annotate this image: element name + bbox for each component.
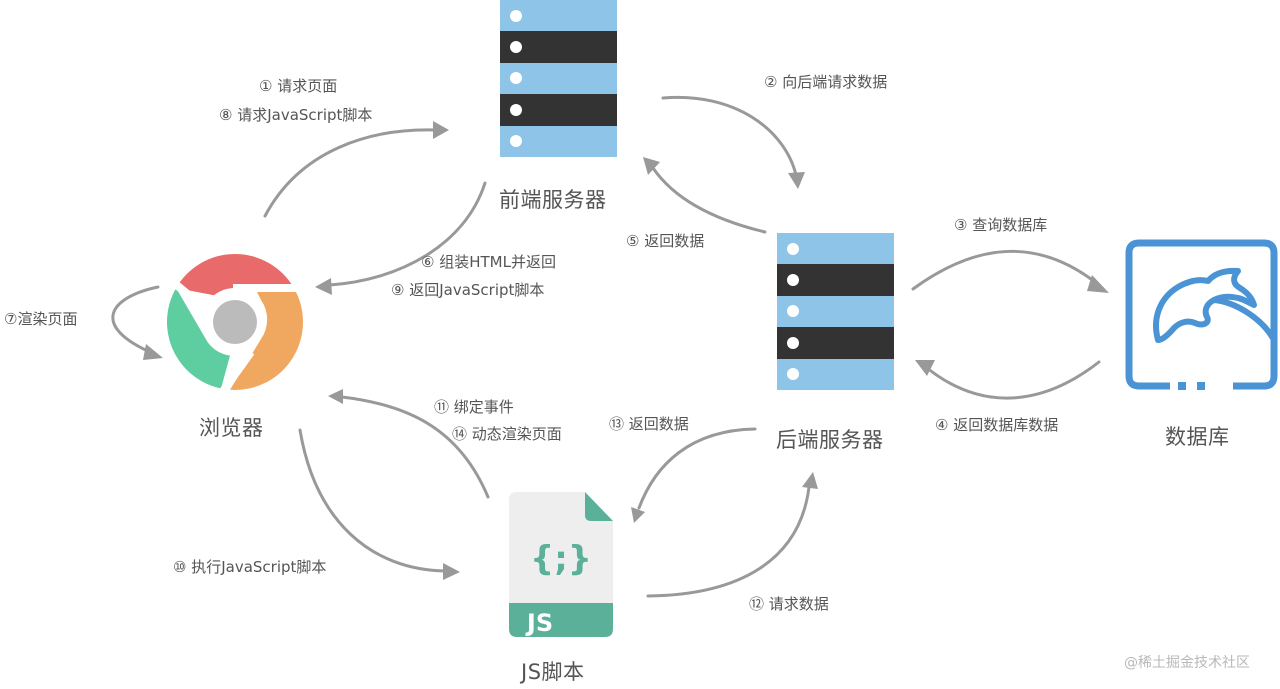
backend-server-icon xyxy=(777,233,894,390)
arrow-frontend-to-backend xyxy=(661,95,798,177)
arrowhead-frontend-to-browser xyxy=(315,278,332,295)
server-row xyxy=(500,0,617,32)
edge-label-dynamic-render: ⑭ 动态渲染页面 xyxy=(452,425,562,443)
server-led-icon xyxy=(510,103,522,116)
server-led-icon xyxy=(510,41,522,54)
edge-label-query-db: ③ 查询数据库 xyxy=(954,216,1048,234)
edge-label-render-page: ⑦渲染页面 xyxy=(4,310,78,328)
edge-label-execute-js: ⑩ 执行JavaScript脚本 xyxy=(173,558,327,576)
watermark: @稀土掘金技术社区 xyxy=(1124,655,1250,671)
server-led-icon xyxy=(510,135,522,148)
arrow-backend-to-js xyxy=(637,427,757,510)
frontend-server-label: 前端服务器 xyxy=(499,188,607,212)
arrow-browser-to-frontend xyxy=(263,128,438,218)
arrowhead-database-to-backend xyxy=(915,360,935,376)
server-led-icon xyxy=(510,72,522,85)
arrowhead-backend-to-frontend xyxy=(643,157,660,175)
server-led-icon xyxy=(510,9,522,22)
server-led-icon xyxy=(787,368,799,381)
edge-label-return-js: ⑨ 返回JavaScript脚本 xyxy=(391,281,545,299)
database-label: 数据库 xyxy=(1165,425,1230,449)
server-row xyxy=(500,125,617,157)
edge-label-request-js: ⑧ 请求JavaScript脚本 xyxy=(219,106,373,124)
edge-label-return-data-frontend: ⑤ 返回数据 xyxy=(626,232,705,250)
browser-label: 浏览器 xyxy=(199,416,264,440)
edge-label-return-db-data: ④ 返回数据库数据 xyxy=(935,416,1059,434)
arrowhead-js-to-browser xyxy=(328,389,343,404)
arrow-browser-render-loop xyxy=(111,285,160,354)
server-row xyxy=(777,358,894,390)
edge-label-return-data-js: ⑬ 返回数据 xyxy=(609,415,689,433)
edge-label-request-page: ① 请求页面 xyxy=(259,77,338,95)
arrowhead-frontend-to-backend xyxy=(788,172,805,189)
arrow-js-to-backend xyxy=(646,485,811,598)
server-row xyxy=(500,94,617,126)
server-led-icon xyxy=(787,336,799,349)
arrowhead-backend-to-database xyxy=(1087,275,1109,293)
server-row xyxy=(777,264,894,296)
edge-label-request-data: ⑫ 请求数据 xyxy=(749,595,829,613)
frontend-server-icon xyxy=(500,0,617,157)
arrow-js-to-browser xyxy=(340,395,490,499)
edge-label-bind-events: ⑪ 绑定事件 xyxy=(434,398,514,416)
edge-label-assemble-html: ⑥ 组装HTML并返回 xyxy=(421,253,556,271)
arrowhead-browser-render-loop xyxy=(143,344,163,360)
edge-label-request-backend: ② 向后端请求数据 xyxy=(764,73,888,91)
server-row xyxy=(500,31,617,63)
server-row xyxy=(777,295,894,328)
server-led-icon xyxy=(787,305,799,318)
backend-server-label: 后端服务器 xyxy=(776,428,884,452)
arrow-backend-to-frontend xyxy=(651,166,767,234)
server-row xyxy=(500,62,617,95)
arrowhead-js-to-backend xyxy=(802,472,818,489)
server-row xyxy=(777,327,894,359)
arrowhead-backend-to-js xyxy=(631,507,645,523)
js-script-label: JS脚本 xyxy=(521,660,585,684)
arrow-backend-to-database xyxy=(911,249,1097,291)
server-row xyxy=(777,233,894,265)
server-led-icon xyxy=(787,274,799,287)
server-led-icon xyxy=(787,242,799,255)
arrow-database-to-backend xyxy=(925,360,1101,400)
arrow-browser-to-js xyxy=(298,428,448,573)
arrowhead-browser-to-frontend xyxy=(433,121,449,139)
arrow-frontend-to-browser xyxy=(328,181,487,287)
arrowhead-browser-to-js xyxy=(443,563,460,580)
